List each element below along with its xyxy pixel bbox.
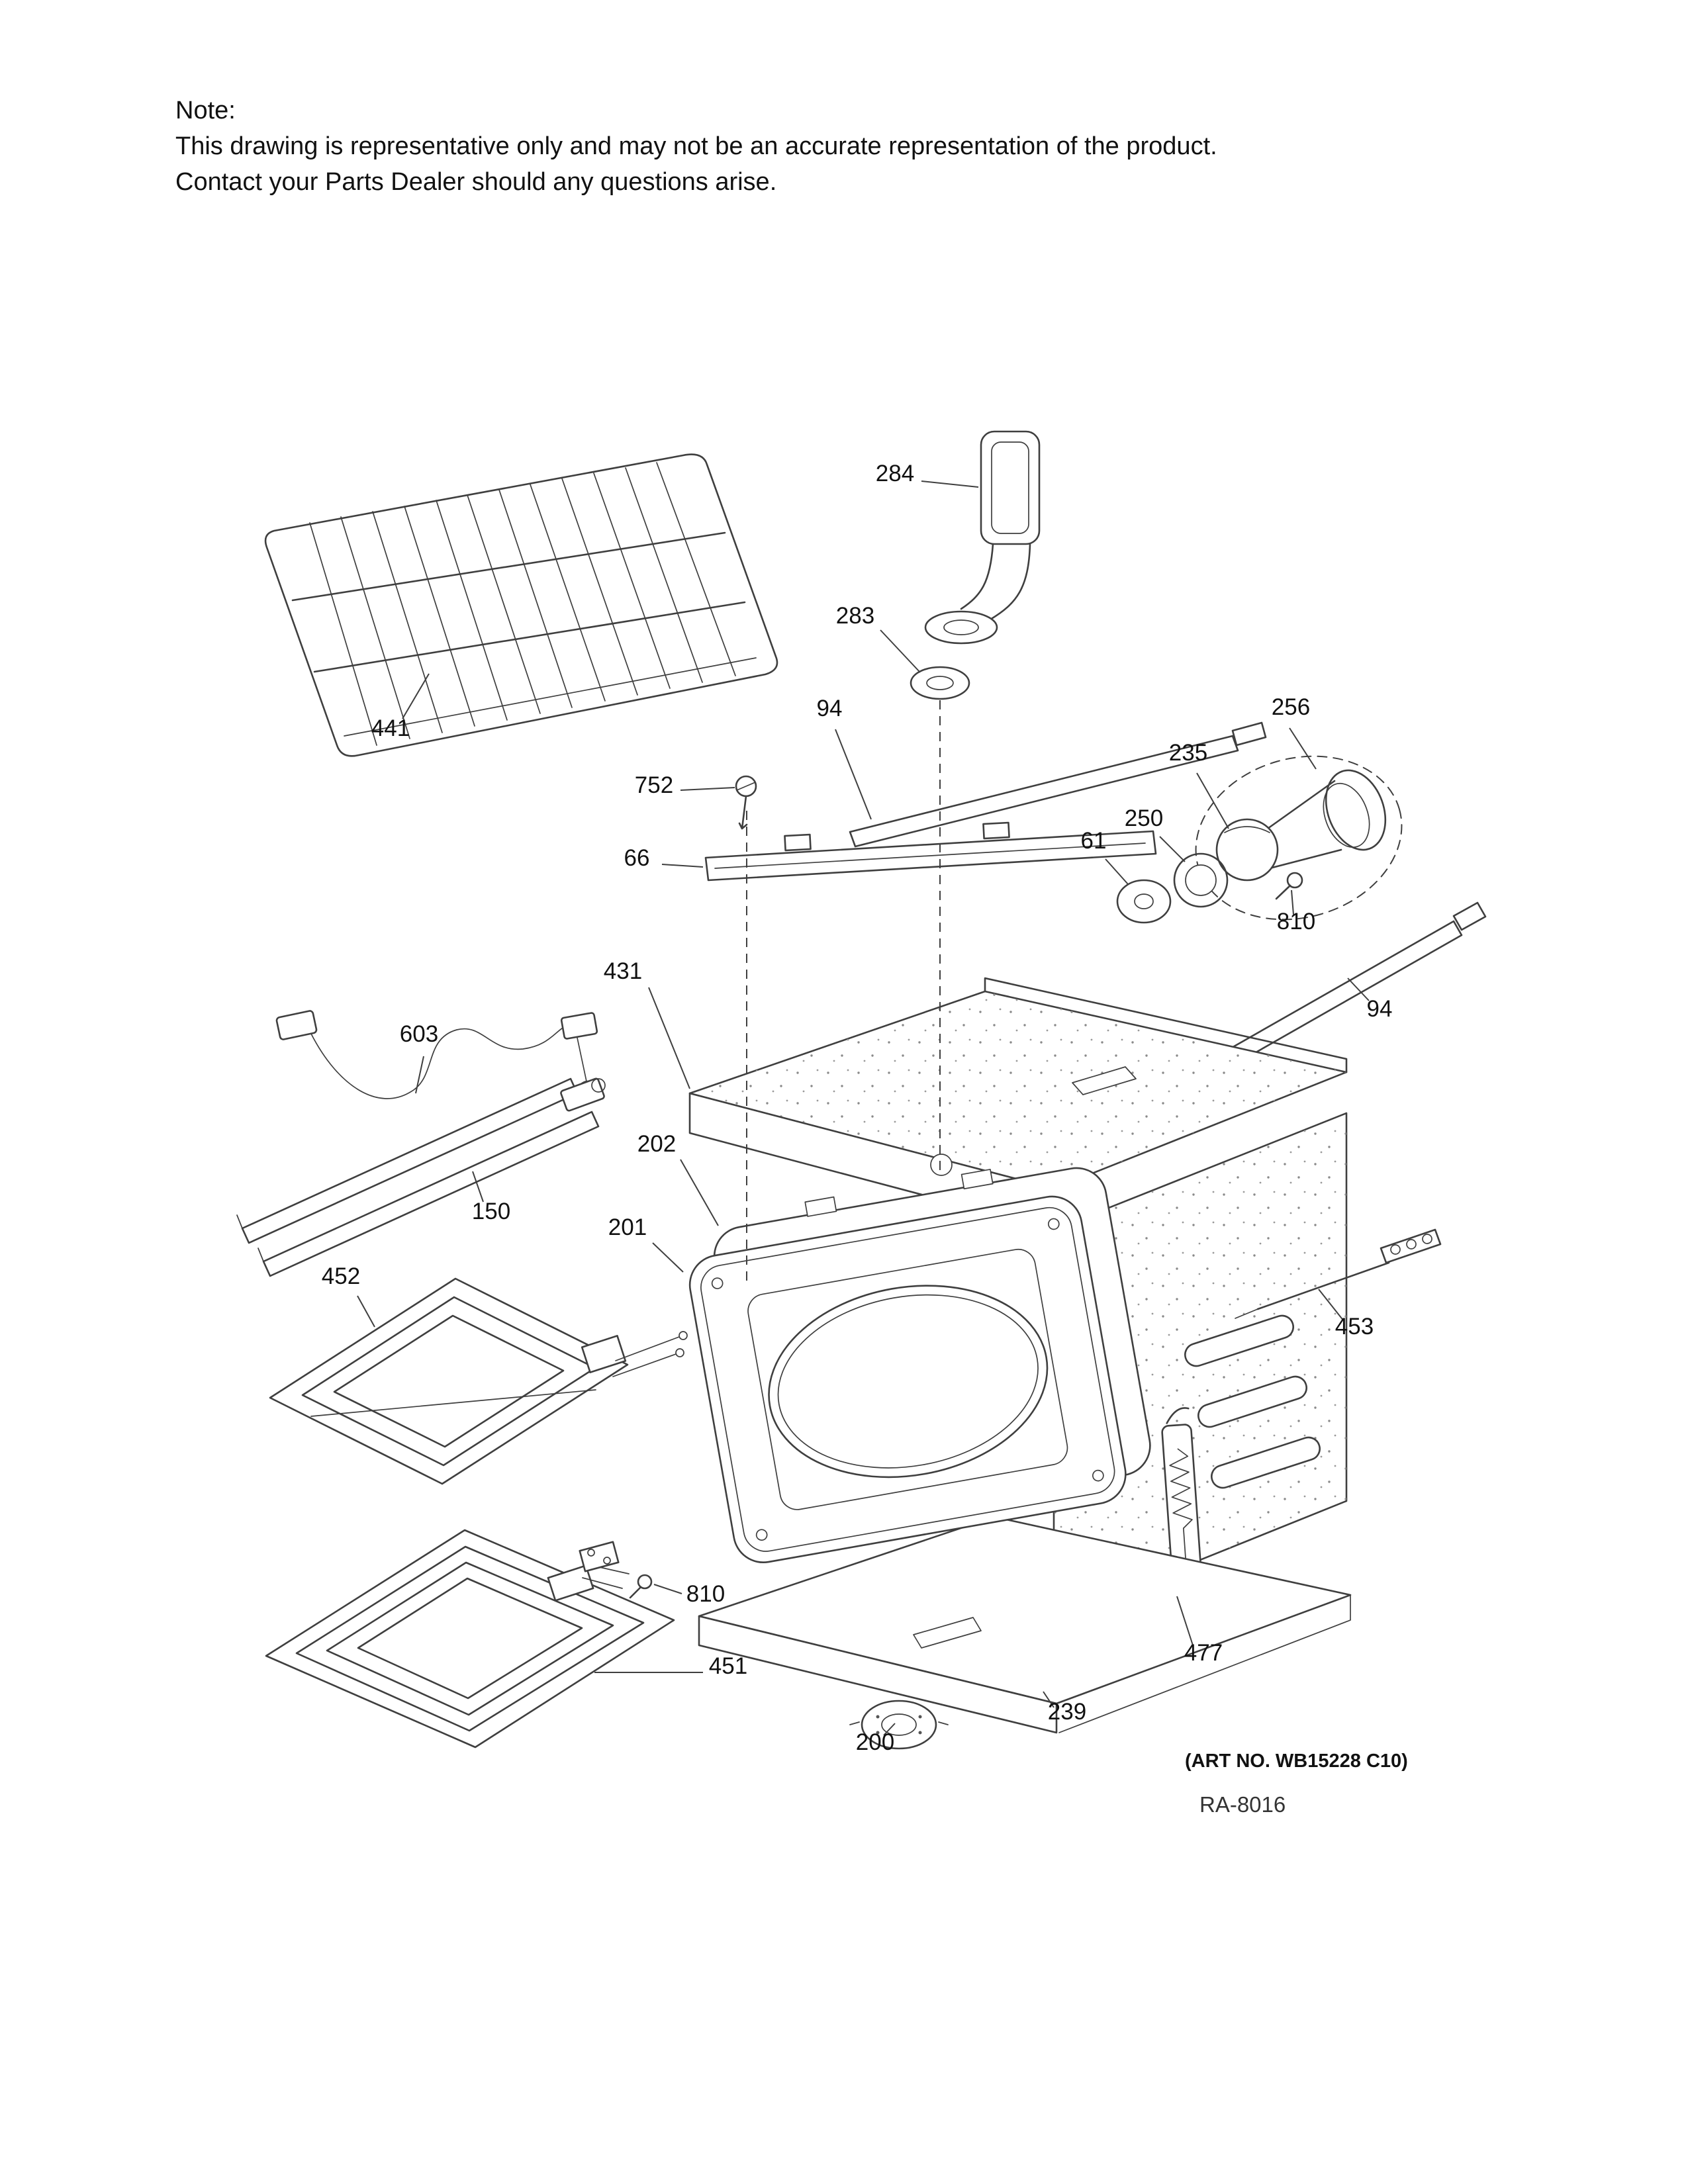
part-label-284-1: 284 bbox=[876, 461, 914, 486]
lens-gasket-61 bbox=[1116, 879, 1172, 924]
oven-rack-441 bbox=[264, 453, 778, 757]
part-label-202-15: 202 bbox=[637, 1131, 676, 1157]
leader-line-256-6 bbox=[1289, 727, 1317, 770]
note-title: Note: bbox=[175, 97, 236, 124]
art-number: (ART NO. WB15228 C10) bbox=[1185, 1751, 1408, 1772]
leader-line-477-21 bbox=[1176, 1596, 1194, 1646]
part-label-810-10: 810 bbox=[1277, 909, 1315, 934]
note-block: Note: This drawing is representative onl… bbox=[175, 93, 1217, 200]
part-label-752-4: 752 bbox=[635, 772, 673, 798]
temperature-probe-453 bbox=[1235, 1228, 1442, 1319]
leader-line-94-11 bbox=[1347, 978, 1370, 1001]
leader-line-452-17 bbox=[357, 1295, 375, 1328]
lamp-reflector-icon bbox=[1266, 769, 1387, 870]
part-label-256-6: 256 bbox=[1272, 694, 1310, 720]
part-label-200-23: 200 bbox=[856, 1729, 894, 1755]
part-label-239-22: 239 bbox=[1048, 1699, 1086, 1725]
leader-line-66-5 bbox=[661, 864, 704, 868]
part-label-201-16: 201 bbox=[608, 1214, 647, 1240]
screw-810-top-icon bbox=[1275, 872, 1303, 900]
part-label-61-9: 61 bbox=[1081, 828, 1107, 854]
leader-line-603-13 bbox=[415, 1056, 424, 1094]
broil-element-451 bbox=[265, 1529, 675, 1749]
part-label-603-13: 603 bbox=[400, 1021, 438, 1047]
part-label-94-11: 94 bbox=[1367, 996, 1393, 1022]
bake-element-452 bbox=[269, 1277, 688, 1485]
part-labels-layer: 441 284 283 94 752 66 256 235 250 61 810 94 431 603 15… bbox=[322, 461, 1393, 1755]
part-label-283-2: 283 bbox=[836, 603, 874, 629]
leader-line-201-16 bbox=[652, 1242, 684, 1273]
lamp-socket-250 bbox=[1173, 852, 1229, 908]
part-label-453-18: 453 bbox=[1335, 1314, 1374, 1340]
leader-line-284-1 bbox=[921, 480, 979, 488]
part-label-94-3: 94 bbox=[817, 696, 843, 721]
leader-line-453-18 bbox=[1318, 1289, 1344, 1322]
part-label-477-21: 477 bbox=[1184, 1640, 1223, 1666]
leader-line-150-14 bbox=[472, 1171, 484, 1203]
assembly-axis-lines bbox=[746, 700, 941, 1284]
vent-grommet-283 bbox=[910, 666, 970, 700]
part-label-250-8: 250 bbox=[1125, 805, 1163, 831]
leader-line-200-23 bbox=[883, 1723, 896, 1736]
part-label-452-17: 452 bbox=[322, 1263, 360, 1289]
leader-line-202-15 bbox=[680, 1159, 719, 1226]
element-mount-plate bbox=[579, 1541, 620, 1572]
note-line1: This drawing is representative only and … bbox=[175, 132, 1217, 160]
leader-line-441-0 bbox=[402, 673, 430, 719]
leader-line-61-9 bbox=[1105, 858, 1129, 885]
leader-line-94-3 bbox=[835, 729, 872, 820]
part-label-441-0: 441 bbox=[371, 715, 410, 741]
light-bulb-235 bbox=[1215, 818, 1279, 882]
bottom-cap-200 bbox=[849, 1700, 949, 1750]
leader-line-283-2 bbox=[880, 629, 921, 673]
leader-line-752-4 bbox=[680, 787, 735, 791]
screw-810-lower-icon bbox=[629, 1574, 653, 1599]
part-label-66-5: 66 bbox=[624, 845, 650, 871]
note-line2: Contact your Parts Dealer should any que… bbox=[175, 168, 777, 196]
leader-line-250-8 bbox=[1159, 836, 1186, 862]
leader-line-235-7 bbox=[1196, 772, 1229, 829]
drawing-number: RA-8016 bbox=[1199, 1792, 1286, 1817]
vent-duct-284 bbox=[924, 430, 1041, 645]
part-label-150-14: 150 bbox=[472, 1199, 510, 1224]
leader-line-431-12 bbox=[648, 987, 690, 1089]
part-label-810-19: 810 bbox=[686, 1581, 725, 1607]
part-label-431-12: 431 bbox=[604, 958, 642, 984]
leader-line-810-10 bbox=[1291, 889, 1294, 915]
base-panel-239 bbox=[698, 1516, 1352, 1734]
leader-line-810-19 bbox=[653, 1584, 682, 1594]
front-frame-201 bbox=[688, 1195, 1127, 1564]
screw-752-icon bbox=[735, 775, 757, 830]
oven-light-assembly bbox=[1116, 755, 1403, 924]
part-label-235-7: 235 bbox=[1169, 740, 1207, 766]
leader-line-239-22 bbox=[1043, 1691, 1055, 1708]
top-trim-rail-94-left bbox=[849, 721, 1267, 848]
bracket-rails-150 bbox=[236, 1077, 606, 1277]
part-label-451-20: 451 bbox=[709, 1653, 747, 1679]
support-bracket-66 bbox=[704, 821, 1157, 882]
side-vent-slots bbox=[1184, 1314, 1321, 1489]
